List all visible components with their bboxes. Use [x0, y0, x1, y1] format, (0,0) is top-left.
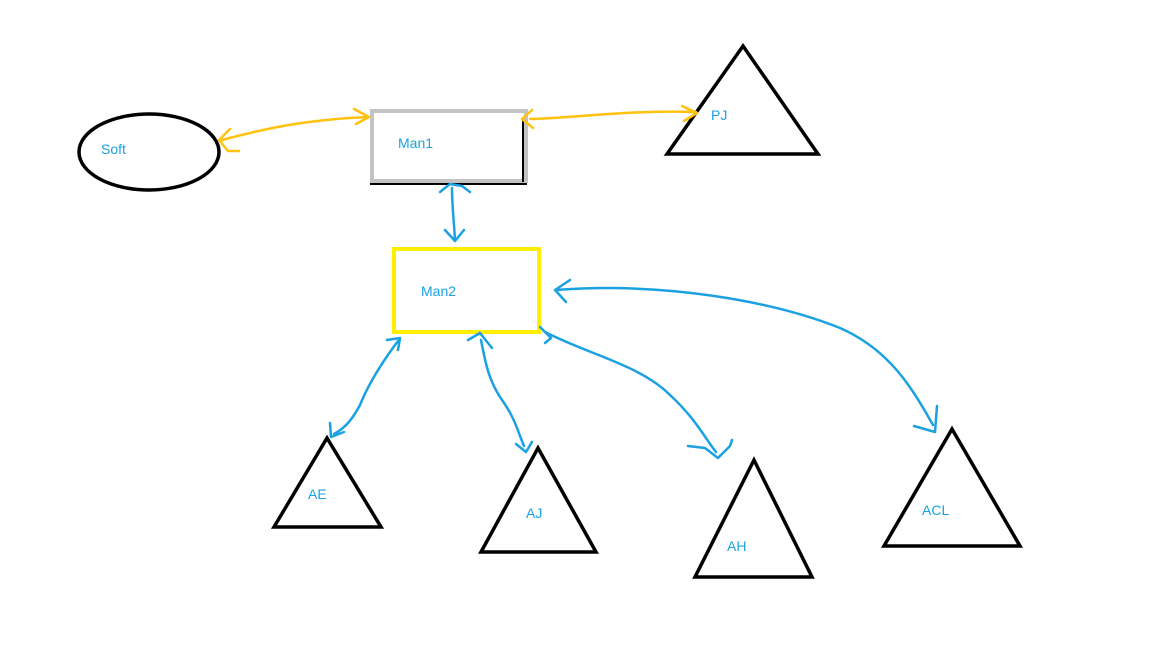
edge-man2-ah: [538, 325, 734, 460]
edge-soft-man1: [217, 107, 371, 153]
soft-node[interactable]: [77, 112, 221, 192]
soft-label: Soft: [101, 141, 126, 157]
edge-man2-aj: [466, 331, 534, 454]
edge-man2-acl: [553, 278, 939, 434]
acl-node[interactable]: [880, 425, 1024, 548]
pj-node[interactable]: [663, 42, 822, 156]
acl-label: ACL: [922, 502, 949, 518]
man1-label: Man1: [398, 135, 433, 151]
aj-node[interactable]: [478, 444, 599, 554]
man1-node[interactable]: [370, 109, 528, 185]
man2-node[interactable]: [392, 247, 541, 334]
edge-man2-ae: [328, 336, 402, 439]
man2-label: Man2: [421, 283, 456, 299]
edge-man1-man2: [438, 182, 472, 243]
ah-label: AH: [727, 538, 746, 554]
ae-node[interactable]: [270, 434, 385, 529]
aj-label: AJ: [526, 505, 542, 521]
ah-node[interactable]: [692, 456, 815, 579]
pj-label: PJ: [711, 107, 727, 123]
edge-man1-pj: [520, 104, 699, 130]
ae-label: AE: [308, 486, 327, 502]
